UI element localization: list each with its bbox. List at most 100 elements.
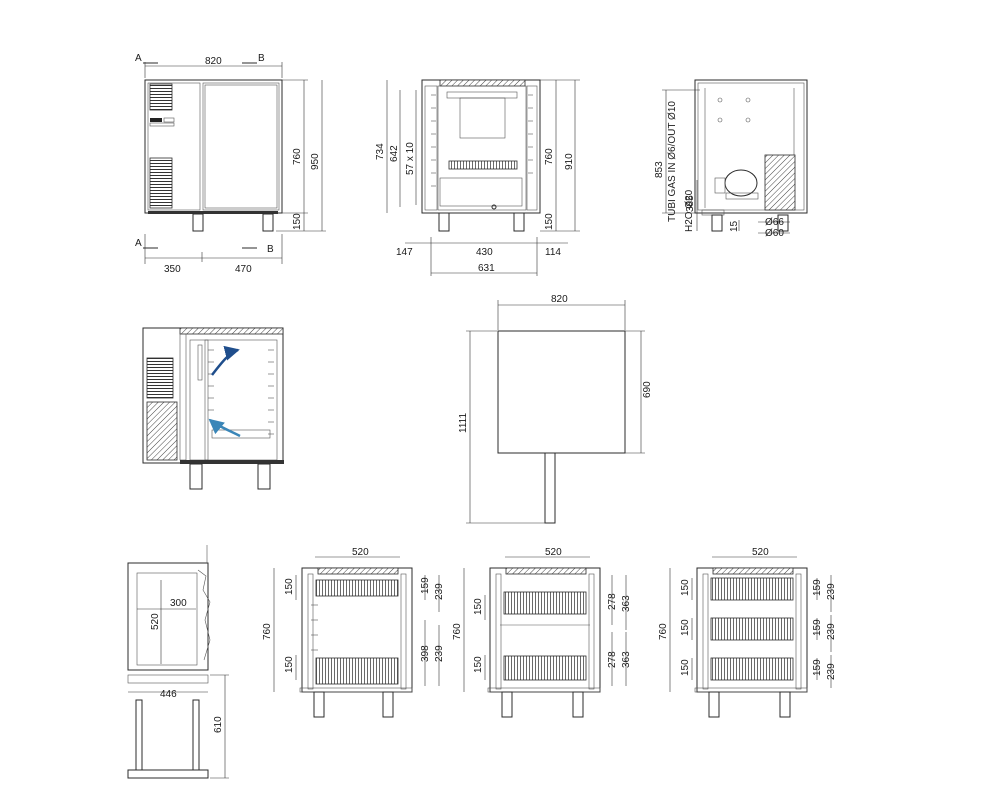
dimension-147: 147: [396, 247, 413, 258]
panel-1-r239b: 239: [434, 645, 445, 662]
tech-leg: [711, 214, 723, 232]
top-door-open: [544, 452, 556, 524]
airflow-section-view: [142, 327, 284, 490]
diameter-66: Ø66: [765, 217, 784, 228]
panel-3-r239a: 239: [826, 583, 837, 600]
panel-3-r159c: 159: [812, 659, 823, 676]
dimension-inner-height: 520: [150, 613, 161, 630]
panel-3-spacing-1: 150: [680, 579, 691, 596]
panel-2-upper-basket: [503, 591, 587, 615]
side-leg: [513, 212, 525, 232]
section-mark-a: A: [135, 53, 142, 64]
panel-1-spacing-top: 150: [284, 578, 295, 595]
panel-3-r159a: 159: [812, 579, 823, 596]
dimension-631: 631: [478, 263, 495, 274]
panel-3-basket-2: [710, 617, 794, 641]
airflow-arrow-out: [211, 345, 240, 376]
dimension-853: 853: [654, 161, 665, 178]
airflow-leg: [189, 463, 203, 490]
panel-1-lower-basket: [315, 657, 399, 685]
section-mark-a: A: [135, 238, 142, 249]
panel-3-r239c: 239: [826, 663, 837, 680]
dimension-base-height: 610: [213, 716, 224, 733]
dimension-385: 385: [685, 195, 696, 212]
top-view: 820 690 1111: [458, 294, 653, 524]
cross-cabinet-outline: [127, 562, 209, 671]
panel-1-r159: 159: [420, 577, 431, 594]
dimension-734: 734: [375, 143, 386, 160]
cross-section-view: 520 300 446 610: [127, 545, 229, 779]
panel-3-spacing-3: 150: [680, 659, 691, 676]
dimension-leg-height: 150: [292, 213, 303, 230]
front-view: A A B B 820 350 470 760 150 950: [135, 53, 326, 275]
dimension-642: 642: [389, 145, 400, 162]
dimension-top-width: 820: [551, 294, 568, 305]
lower-vent-grill: [149, 157, 173, 209]
diameter-60: Ø60: [765, 228, 784, 239]
panel-1-height: 760: [262, 623, 273, 640]
side-leg: [438, 212, 450, 232]
cabinet-leg: [262, 213, 274, 232]
panel-1-spacing-bottom: 150: [284, 656, 295, 673]
dimension-150: 150: [544, 213, 555, 230]
tech-leg: [777, 214, 789, 232]
dimension-760: 760: [544, 148, 555, 165]
panel-1-width: 520: [352, 547, 369, 558]
compressor: [724, 169, 758, 197]
dimension-top-depth: 690: [642, 381, 653, 398]
dimension-body-height: 760: [292, 148, 303, 165]
dimension-right-part: 470: [235, 264, 252, 275]
airflow-upper-vent: [146, 357, 174, 399]
panel-2-spacing-bottom: 150: [473, 656, 484, 673]
upper-vent-grill: [149, 83, 173, 111]
panel-2-r278b: 278: [607, 651, 618, 668]
panel-2-height: 760: [452, 623, 463, 640]
section-mark-b: B: [267, 244, 274, 255]
tubi-gas-label: TUBI GAS IN Ø6/OUT Ø10: [667, 101, 678, 222]
dimension-910: 910: [564, 153, 575, 170]
panel-3-r239b: 239: [826, 623, 837, 640]
condenser-unit: [764, 154, 796, 211]
panel-1-r239: 239: [434, 583, 445, 600]
panel-3-height: 760: [658, 623, 669, 640]
h2o-label: H2O Ø20: [684, 189, 695, 232]
top-cabinet-outline: [497, 330, 626, 454]
panel-3-width: 520: [752, 547, 769, 558]
dimension-430: 430: [476, 247, 493, 258]
airflow-arrow-in: [208, 418, 241, 438]
cabinet-leg: [192, 213, 204, 232]
panel-2-spacing-top: 150: [473, 598, 484, 615]
panel-2-width: 520: [545, 547, 562, 558]
side-cabinet-body: [421, 79, 541, 214]
panel-2-lower-basket: [503, 655, 587, 681]
panel-2-r363b: 363: [621, 651, 632, 668]
side-section-view: 734 642 57 x 10 760 910 150 147 430 114 …: [375, 79, 580, 276]
panel-2-r278a: 278: [607, 593, 618, 610]
dimension-inner-width: 300: [170, 598, 187, 609]
panel-2-r363a: 363: [621, 595, 632, 612]
section-mark-b: B: [258, 53, 265, 64]
dimension-width: 820: [205, 56, 222, 67]
airflow-leg: [257, 463, 271, 490]
panel-3-basket-3: [710, 657, 794, 681]
dimension-left-part: 350: [164, 264, 181, 275]
shelf-config-panel-1: 520 760 150 150 159 239 398 239: [262, 547, 445, 718]
dimension-door-open: 1111: [458, 413, 469, 433]
panel-3-r159b: 159: [812, 619, 823, 636]
panel-3-spacing-2: 150: [680, 619, 691, 636]
shelf-config-panel-2: 520 760 150 150 278 363 278 363: [452, 547, 632, 718]
shelf-config-panel-3: 520 760 150 150 150 159 239 159 239 159 …: [658, 547, 837, 718]
panel-3-basket-1: [710, 577, 794, 601]
dimension-57x10: 57 x 10: [405, 142, 416, 175]
dimension-base-width: 446: [160, 689, 177, 700]
dimension-114: 114: [545, 247, 561, 258]
dimension-15: 15: [729, 220, 740, 232]
panel-1-upper-basket: [315, 579, 399, 597]
base-leg: [192, 699, 200, 771]
base-leg: [135, 699, 143, 771]
technical-side-view: 853 TUBI GAS IN Ø6/OUT Ø10 385 H2O Ø20 1…: [654, 79, 808, 239]
panel-1-r398: 398: [420, 645, 431, 662]
dimension-total-height: 950: [310, 153, 321, 170]
